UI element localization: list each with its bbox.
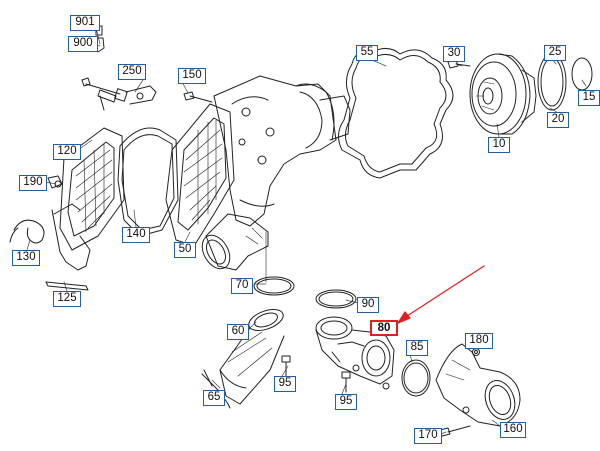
leader-lines: [26, 27, 587, 437]
part-170-bolt: [439, 425, 471, 437]
callout-160[interactable]: 160: [500, 422, 526, 438]
callout-190[interactable]: 190: [19, 175, 47, 191]
part-95-bolt-right: [341, 371, 351, 393]
callout-90[interactable]: 90: [357, 297, 379, 313]
callout-65[interactable]: 65: [203, 390, 225, 406]
callout-900[interactable]: 900: [68, 36, 98, 52]
callout-180[interactable]: 180: [465, 333, 493, 349]
callout-901[interactable]: 901: [70, 15, 100, 31]
callout-250[interactable]: 250: [118, 64, 146, 80]
part-160-elbow-pipe: [435, 343, 521, 427]
part-15-ring: [571, 57, 593, 91]
part-50-housing: [165, 103, 235, 247]
callout-95-left[interactable]: 95: [274, 376, 296, 392]
part-70-oring: [253, 276, 295, 296]
housing-outlet-pipe: [201, 213, 269, 271]
callout-15[interactable]: 15: [578, 90, 600, 106]
callout-10[interactable]: 10: [488, 137, 510, 153]
part-120-cover: [51, 127, 125, 271]
callout-95-right[interactable]: 95: [335, 394, 357, 410]
callout-170[interactable]: 170: [414, 428, 442, 444]
part-20-ring: [537, 53, 567, 111]
part-80-thermostat-housing: [315, 316, 395, 390]
callout-130[interactable]: 130: [12, 250, 40, 266]
part-250-sensor: [81, 77, 157, 111]
callout-30[interactable]: 30: [443, 46, 465, 62]
part-10-pump-pulley: [469, 53, 537, 135]
part-95-bolt-left: [281, 355, 291, 377]
callout-85[interactable]: 85: [406, 340, 428, 356]
callout-50[interactable]: 50: [174, 242, 196, 258]
part-85-oring: [401, 359, 431, 397]
callout-125[interactable]: 125: [53, 291, 81, 307]
part-130-clip: [9, 219, 45, 244]
callout-120[interactable]: 120: [53, 144, 81, 160]
part-90-oring: [315, 289, 357, 309]
callout-140[interactable]: 140: [122, 227, 150, 243]
callout-25[interactable]: 25: [544, 45, 566, 61]
callout-80-highlighted[interactable]: 80: [370, 320, 398, 336]
callout-60[interactable]: 60: [227, 324, 249, 340]
callout-70[interactable]: 70: [231, 278, 253, 294]
part-60-pipe: [219, 309, 285, 405]
part-55-gasket: [338, 48, 454, 179]
part-140-gasket: [117, 127, 179, 237]
callout-150[interactable]: 150: [178, 68, 206, 84]
part-150-bolt: [183, 91, 213, 103]
callout-55[interactable]: 55: [356, 45, 378, 61]
part-125-strip: [45, 281, 89, 291]
highlight-arrow: [397, 265, 485, 324]
callout-20[interactable]: 20: [547, 112, 569, 128]
part-190-fitting: [47, 175, 63, 189]
water-pump-housing: [213, 75, 351, 227]
